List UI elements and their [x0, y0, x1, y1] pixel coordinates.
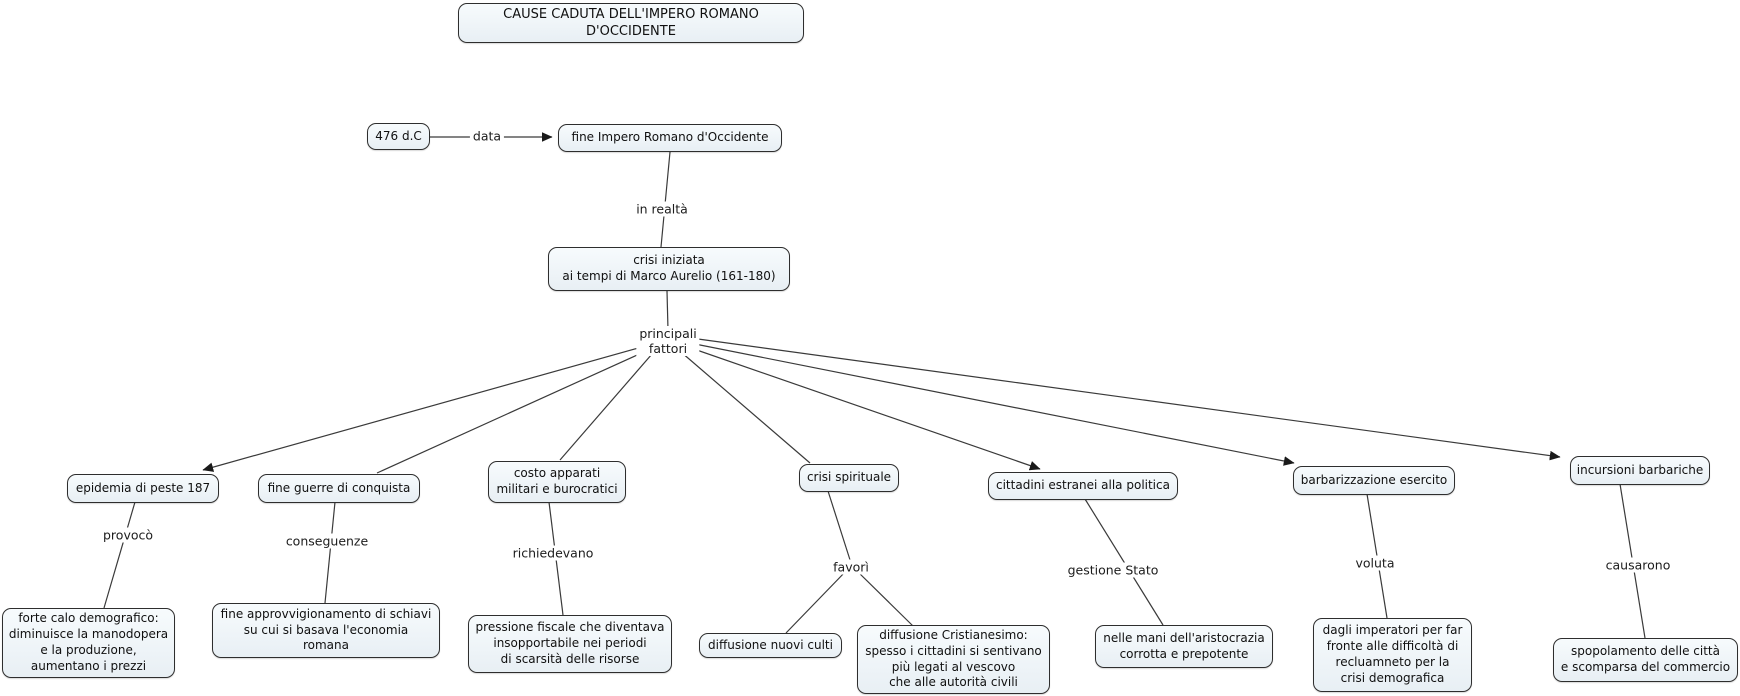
node-epidemia-peste[interactable]: epidemia di peste 187	[67, 474, 219, 503]
link-label-richiedevano[interactable]: richiedevano	[509, 545, 597, 561]
node-fine-schiavi[interactable]: fine approvvigionamento di schiavi su cu…	[212, 603, 440, 658]
link-label-in-realta[interactable]: in realtà	[633, 201, 691, 217]
node-dagli-imperatori[interactable]: dagli imperatori per far fronte alle dif…	[1313, 618, 1472, 692]
node-barbarizzazione[interactable]: barbarizzazione esercito	[1293, 466, 1455, 495]
node-costo-apparati[interactable]: costo apparati militari e burocratici	[488, 461, 626, 503]
link-label-causarono[interactable]: causarono	[1602, 557, 1674, 573]
node-incursioni-barbariche[interactable]: incursioni barbariche	[1570, 456, 1710, 485]
link-label-voluta[interactable]: voluta	[1352, 555, 1398, 571]
link-label-provoco[interactable]: provocò	[99, 527, 157, 543]
link-label-conseguenze[interactable]: conseguenze	[282, 533, 372, 549]
node-spopolamento[interactable]: spopolamento delle città e scomparsa del…	[1553, 638, 1738, 682]
node-476-dc[interactable]: 476 d.C	[367, 123, 430, 150]
link-label-data[interactable]: data	[469, 128, 505, 144]
node-nuovi-culti[interactable]: diffusione nuovi culti	[699, 633, 842, 658]
node-fine-guerre[interactable]: fine guerre di conquista	[258, 474, 420, 503]
node-crisi-iniziata[interactable]: crisi iniziata ai tempi di Marco Aurelio…	[548, 247, 790, 291]
node-diffusione-cristianesimo[interactable]: diffusione Cristianesimo: spesso i citta…	[857, 625, 1050, 695]
link-label-favori[interactable]: favorì	[830, 559, 872, 575]
map-title-node[interactable]: CAUSE CADUTA DELL'IMPERO ROMANO D'OCCIDE…	[458, 3, 804, 44]
node-calo-demografico[interactable]: forte calo demografico: diminuisce la ma…	[2, 608, 175, 678]
node-pressione-fiscale[interactable]: pressione fiscale che diventava insoppor…	[468, 615, 672, 673]
node-aristocrazia[interactable]: nelle mani dell'aristocrazia corrotta e …	[1095, 625, 1273, 668]
link-label-gestione-stato[interactable]: gestione Stato	[1064, 562, 1162, 578]
node-cittadini-estranei[interactable]: cittadini estranei alla politica	[988, 472, 1178, 500]
node-fine-impero[interactable]: fine Impero Romano d'Occidente	[558, 124, 782, 152]
node-crisi-spirituale[interactable]: crisi spirituale	[799, 464, 899, 492]
link-label-principali-fattori[interactable]: principali fattori	[636, 326, 700, 356]
